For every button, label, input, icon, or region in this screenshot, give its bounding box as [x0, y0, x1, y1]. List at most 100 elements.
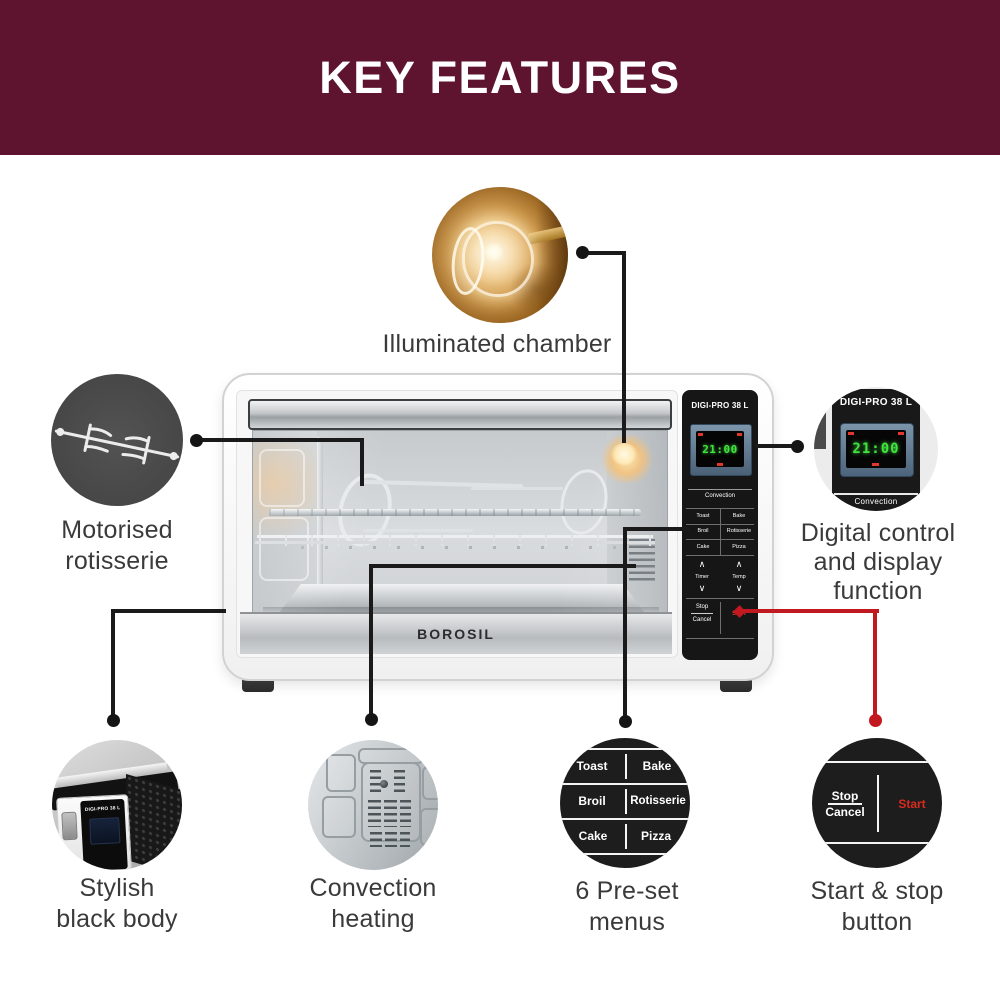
stop-button-label: Stop	[695, 604, 709, 610]
cancel-button-label: Cancel	[825, 805, 865, 819]
vent-slots	[384, 800, 397, 827]
brand-logo: BOROSIL	[417, 626, 495, 642]
floor-shadow	[263, 607, 659, 613]
page-title: KEY FEATURES	[319, 52, 681, 103]
connector-line	[369, 564, 636, 568]
glass-reflection	[253, 431, 667, 613]
stop-cancel-divider	[828, 803, 862, 805]
stop-button-label: Stop	[831, 789, 859, 803]
model-label: DIGI-PRO 38 L	[691, 401, 749, 410]
grid-line	[560, 818, 690, 820]
control-panel: DIGI-PRO 38 L 21:00 Convection Toast Bak…	[682, 390, 758, 660]
vent-slots	[400, 832, 410, 847]
connector-line	[197, 438, 364, 442]
wire-rack-grid	[259, 535, 651, 546]
control-strip: DIGI-PRO 38 L	[80, 798, 128, 870]
oven-glass-window	[252, 430, 668, 614]
grid-line	[720, 508, 721, 555]
vent-slots	[394, 770, 405, 796]
pizza-button: Pizza	[732, 544, 746, 550]
timer-label: Timer	[695, 574, 709, 580]
vent-slots	[368, 800, 381, 827]
cancel-button-label: Cancel	[692, 617, 712, 623]
perforated-side	[126, 773, 182, 870]
rotisserie-button: Rotisserie	[630, 795, 686, 807]
wall-emboss	[259, 449, 305, 507]
connector-dot	[365, 713, 378, 726]
display-screen	[846, 430, 906, 468]
vent-slots	[385, 832, 397, 847]
vent-slots	[400, 800, 411, 827]
display-indicator	[872, 463, 879, 466]
interior-vents	[629, 539, 655, 583]
grid-line	[625, 789, 627, 814]
cake-button: Cake	[696, 544, 710, 550]
rotisserie-spit-segments	[269, 509, 641, 516]
connector-line	[583, 251, 626, 255]
rotisserie-prong	[363, 529, 473, 532]
start-button-label: Start	[898, 797, 926, 811]
feature-circle-convection-heating	[308, 740, 438, 870]
rotisserie-icon	[54, 423, 180, 465]
fan-screw	[380, 780, 388, 788]
feature-circle-digital-control: DIGI-PRO 38 L 21:00 Convection	[814, 387, 938, 511]
connector-line-red	[873, 609, 877, 722]
label-digital-control: Digital control and display function	[800, 519, 956, 605]
feature-circle-motorised-rotisserie	[51, 374, 183, 506]
emboss-rect	[420, 808, 438, 846]
oven-back-wall	[315, 431, 609, 613]
grid-line	[720, 602, 721, 634]
grid-line	[877, 775, 879, 832]
stop-cancel-divider	[691, 613, 713, 614]
connector-dot	[791, 440, 804, 453]
connector-line	[369, 564, 373, 722]
connector-line	[111, 609, 115, 723]
grid-line	[560, 853, 690, 855]
label-convection-heating: Convection heating	[309, 874, 437, 933]
bake-button: Bake	[642, 759, 672, 773]
grid-line	[560, 783, 690, 785]
oven-bottom-band: BOROSIL	[240, 612, 672, 654]
connector-dot	[107, 714, 120, 727]
grid-line	[686, 638, 754, 639]
display-indicator	[698, 433, 703, 436]
oven-door-handle	[248, 399, 672, 430]
pizza-button: Pizza	[640, 829, 672, 843]
connector-line	[755, 444, 797, 448]
connector-line	[623, 527, 690, 531]
broil-button: Broil	[578, 794, 606, 808]
label-stylish-black-body: Stylish black body	[56, 874, 178, 933]
baking-tray	[279, 584, 645, 613]
wall-emboss	[259, 517, 309, 581]
connector-dot-red	[869, 714, 882, 727]
cake-button: Cake	[578, 829, 608, 843]
bulb-filament	[484, 243, 504, 261]
temp-down-icon: ∨	[735, 584, 743, 594]
connector-dot	[619, 715, 632, 728]
label-preset-menus: 6 Pre-set menus	[575, 877, 679, 936]
label-illuminated-chamber: Illuminated chamber	[382, 330, 612, 358]
side-button	[61, 811, 78, 841]
toast-button: Toast	[576, 759, 608, 773]
emboss-rect	[322, 796, 356, 838]
wall-edge-highlight	[317, 437, 323, 613]
display-indicator	[848, 432, 854, 435]
label-start-stop: Start & stop button	[810, 877, 944, 936]
panel-divider	[688, 489, 752, 490]
rotisserie-button: Rotisserie	[726, 528, 752, 534]
mini-display	[89, 817, 121, 845]
vent-slots	[370, 770, 381, 796]
feature-circle-stylish-black-body: DIGI-PRO 38 L	[52, 740, 182, 870]
panel-divider	[834, 493, 918, 495]
grid-line	[812, 761, 942, 763]
oven-edge	[814, 411, 826, 449]
convection-label: Convection	[704, 493, 736, 499]
connector-dot	[190, 434, 203, 447]
header-banner: KEY FEATURES	[0, 0, 1000, 155]
bake-button: Bake	[732, 513, 746, 519]
connector-line-red	[741, 609, 879, 613]
display-indicator	[737, 433, 742, 436]
temp-up-icon: ∧	[735, 560, 743, 570]
rotisserie-prong	[471, 487, 563, 490]
